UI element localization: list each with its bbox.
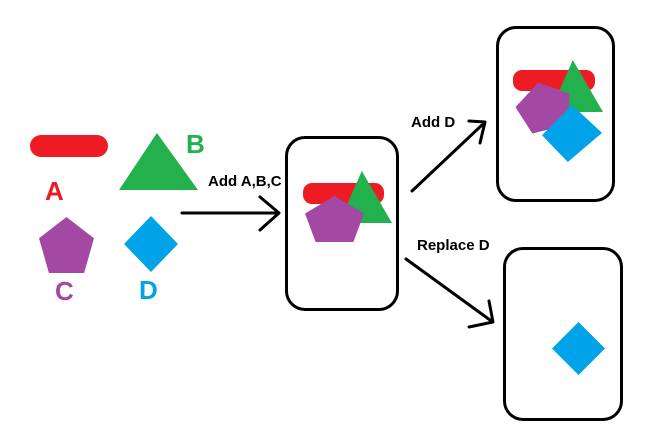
arrow-add-abc (180, 195, 281, 232)
container-set-abc (285, 136, 399, 311)
label-b: B (186, 129, 205, 159)
op-add-d-label: Add D (411, 114, 456, 131)
container-set-abcd (496, 26, 615, 202)
op-replace-d-label: Replace D (417, 237, 490, 254)
label-d: D (139, 275, 158, 305)
container-set-d (503, 247, 623, 421)
arrow-add-d (410, 119, 487, 193)
shape-a-bar (30, 135, 108, 157)
arrow-replace-d (404, 257, 495, 329)
label-c: C (55, 276, 74, 306)
shape-c-pentagon (39, 217, 94, 273)
label-a: A (45, 176, 64, 206)
shape-d-diamond (124, 216, 178, 272)
op-add-abc-label: Add A,B,C (208, 173, 282, 190)
